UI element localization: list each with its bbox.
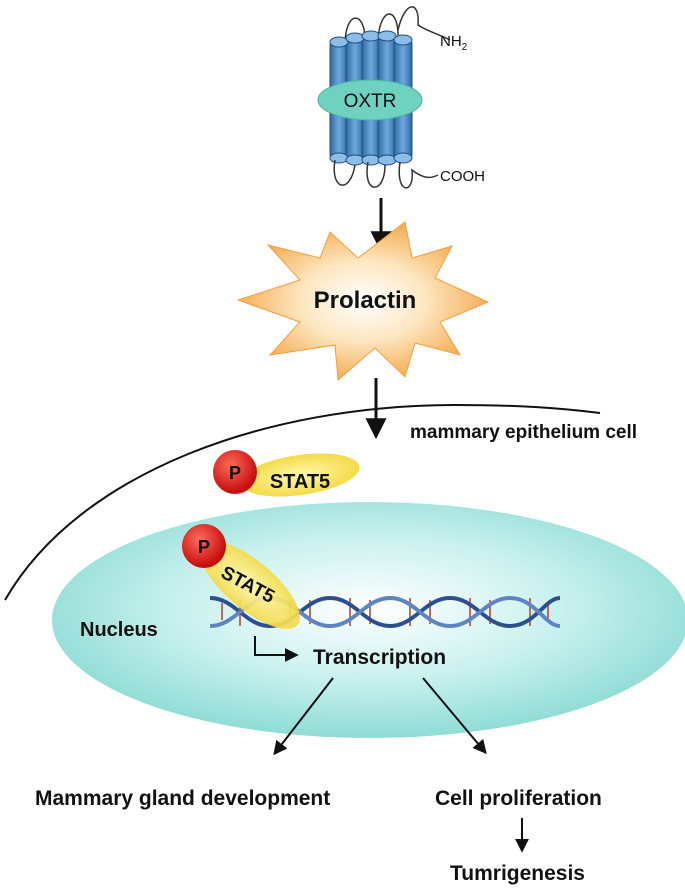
arrow-to-cell-proliferation xyxy=(422,677,487,755)
phospho-bottom-label: P xyxy=(198,537,210,557)
phospho-top xyxy=(213,450,257,494)
stat5-top-label: STAT5 xyxy=(270,471,330,493)
outcome-cell-proliferation-label: Cell proliferation xyxy=(435,787,602,810)
phospho-top-label: P xyxy=(229,463,241,483)
cell-membrane xyxy=(4,403,601,601)
stat5-complex-nucleus: P STAT5 xyxy=(182,524,300,629)
stat5-bottom xyxy=(200,541,300,629)
oxtr-label: OXTR xyxy=(344,91,397,112)
arrow-to-mammary-gland xyxy=(273,677,334,756)
outcome-tumorigenesis-label: Tumrigenesis xyxy=(450,862,585,885)
stat5-complex-cytoplasm: P STAT5 xyxy=(213,450,360,497)
phospho-bottom xyxy=(182,524,226,568)
prolactin-label: Prolactin xyxy=(314,287,417,314)
oxtr-oval xyxy=(317,79,423,121)
carboxyl-terminus-label: COOH xyxy=(440,168,485,185)
transcription-label: Transcription xyxy=(313,646,446,669)
oxtr-receptor: OXTR NH2 COOH xyxy=(317,6,485,189)
outcome-mammary-gland-label: Mammary gland development xyxy=(35,787,330,810)
transcription-start-arrow xyxy=(254,636,299,662)
nucleus-label: Nucleus xyxy=(80,619,158,641)
cell-label: mammary epithelium cell xyxy=(410,422,637,443)
prolactin-burst: Prolactin xyxy=(236,221,490,382)
stat5-top xyxy=(240,453,360,497)
amino-terminus-label: NH2 xyxy=(440,33,468,53)
